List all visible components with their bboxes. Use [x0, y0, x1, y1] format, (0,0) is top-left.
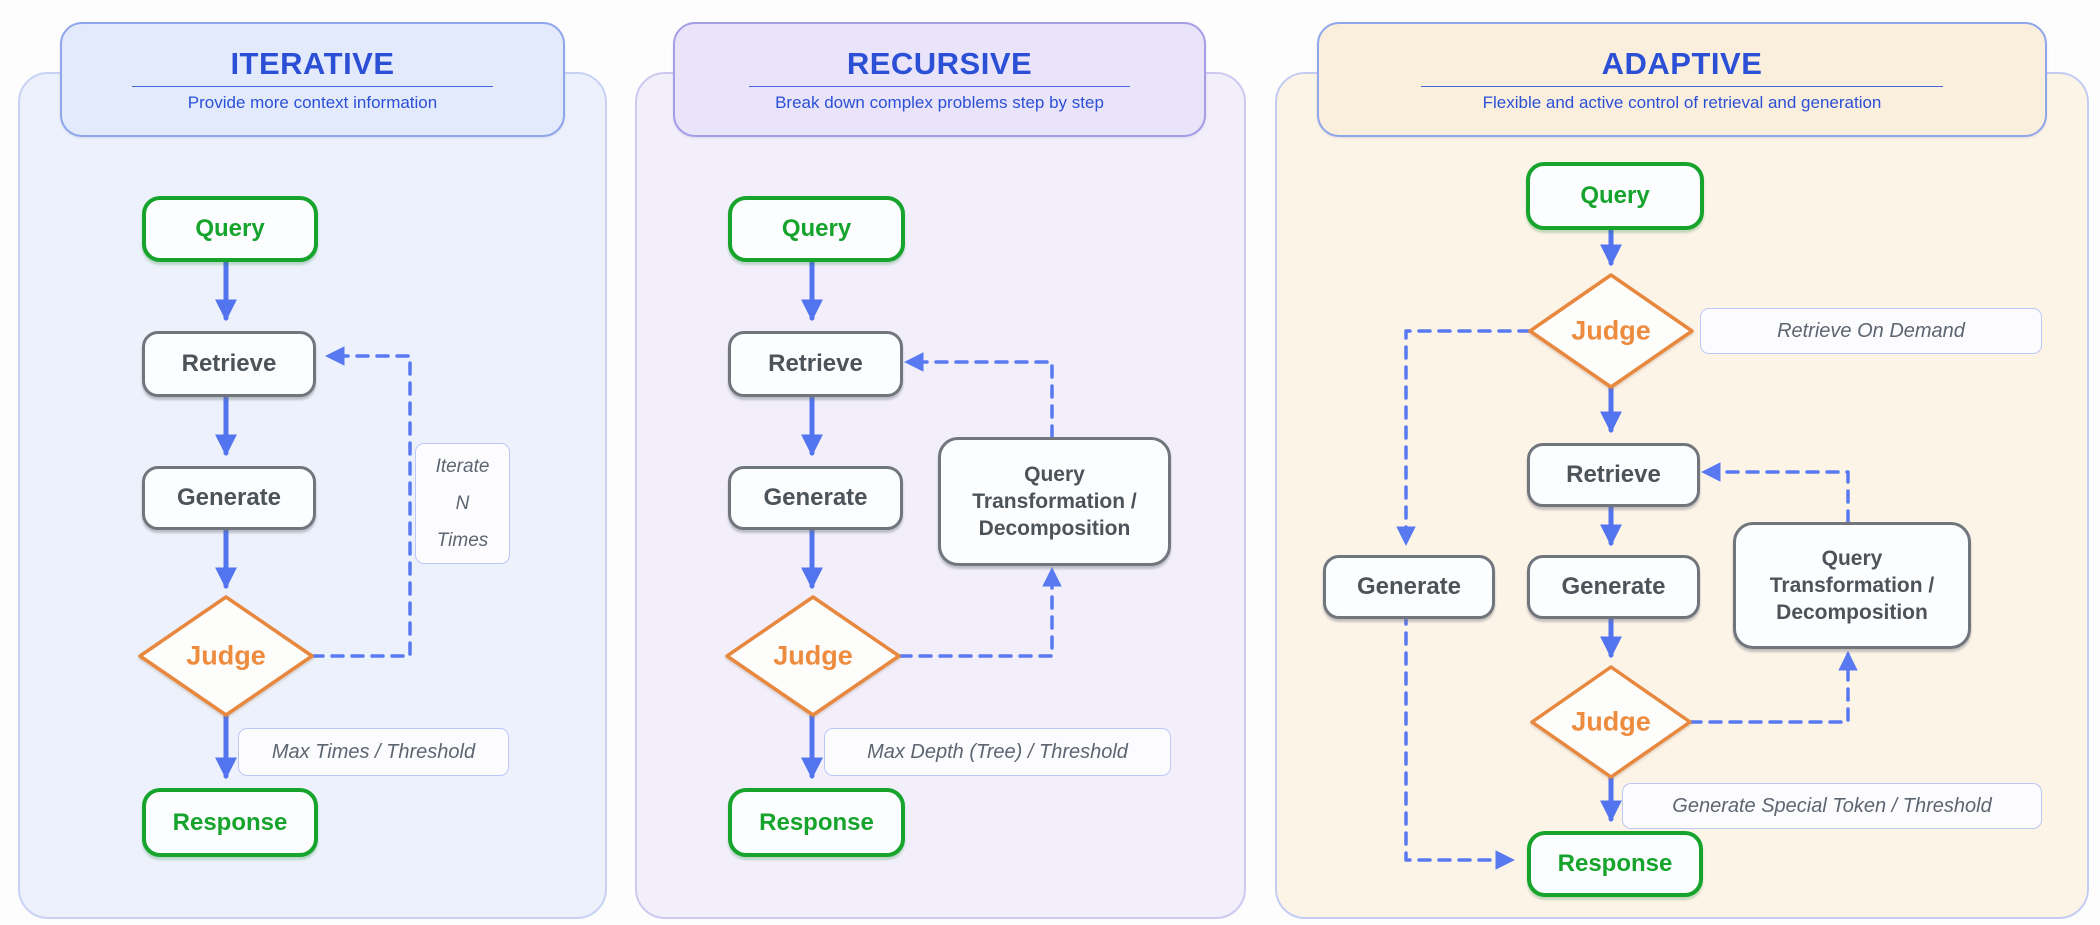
iterative-judge-label: Judge [186, 640, 266, 671]
recursive-query-node: Query [728, 196, 905, 262]
iterative-loop-line3: Times [436, 530, 489, 552]
adaptive-title: ADAPTIVE [1601, 45, 1763, 81]
iterative-title-underline [132, 85, 493, 88]
dashed-adaptive-judge1-generate-side [1396, 329, 1532, 546]
adaptive-exit-label: Generate Special Token / Threshold [1622, 783, 2042, 829]
recursive-exit-label: Max Depth (Tree) / Threshold [824, 728, 1171, 776]
recursive-response-node: Response [728, 788, 905, 857]
dashed-recursive-judge-transform [898, 567, 1062, 658]
iterative-query-node: Query [142, 196, 318, 262]
recursive-transform-line2: Transformation / [972, 489, 1137, 513]
adaptive-transform-line1: Query [1821, 546, 1883, 570]
iterative-loop-label: Iterate N Times [415, 443, 510, 564]
dashed-adaptive-judge2-transform [1688, 651, 1858, 724]
recursive-header: RECURSIVE Break down complex problems st… [673, 22, 1206, 137]
adaptive-transform-node: Query Transformation / Decomposition [1733, 522, 1971, 649]
recursive-transform-node: Query Transformation / Decomposition [938, 437, 1171, 566]
recursive-title: RECURSIVE [846, 45, 1033, 81]
adaptive-judge1-label: Judge [1571, 315, 1651, 346]
recursive-judge-diamond [725, 595, 901, 717]
recursive-transform-line1: Query [1024, 462, 1085, 486]
adaptive-judge1-diamond [1528, 273, 1694, 389]
iterative-title: ITERATIVE [230, 45, 395, 81]
adaptive-judge2-diamond [1530, 665, 1692, 779]
adaptive-title-underline [1420, 85, 1944, 88]
iterative-header: ITERATIVE Provide more context informati… [60, 22, 565, 137]
adaptive-judge2-label: Judge [1571, 706, 1651, 737]
adaptive-retrieve-on-demand-label: Retrieve On Demand [1700, 308, 2042, 354]
iterative-judge-diamond [138, 595, 314, 717]
recursive-title-underline [749, 85, 1130, 88]
iterative-exit-label: Max Times / Threshold [238, 728, 509, 776]
adaptive-retrieve-node: Retrieve [1527, 443, 1700, 507]
iterative-response-node: Response [142, 788, 318, 857]
dashed-iterative-judge-retrieve-loop [310, 346, 412, 658]
recursive-retrieve-node: Retrieve [728, 331, 903, 397]
adaptive-header: ADAPTIVE Flexible and active control of … [1317, 22, 2047, 137]
recursive-subtitle: Break down complex problems step by step [775, 93, 1104, 113]
adaptive-response-node: Response [1527, 831, 1703, 897]
iterative-loop-line2: N [455, 492, 470, 514]
adaptive-query-node: Query [1526, 162, 1704, 230]
adaptive-generate-node: Generate [1527, 555, 1700, 619]
adaptive-generate-side-node: Generate [1323, 555, 1495, 619]
adaptive-transform-line3: Decomposition [1776, 601, 1928, 625]
recursive-judge-label: Judge [773, 640, 853, 671]
adaptive-transform-line2: Transformation / [1769, 573, 1935, 597]
iterative-generate-node: Generate [142, 466, 316, 530]
dashed-adaptive-generate-side-response [1404, 611, 1515, 870]
recursive-generate-node: Generate [728, 466, 903, 530]
iterative-loop-line1: Iterate [435, 455, 490, 477]
dashed-adaptive-transform-retrieve [1701, 462, 1850, 524]
recursive-transform-line3: Decomposition [978, 517, 1131, 541]
iterative-subtitle: Provide more context information [187, 93, 438, 113]
adaptive-subtitle: Flexible and active control of retrieval… [1482, 93, 1882, 113]
dashed-recursive-transform-retrieve [904, 352, 1054, 439]
iterative-retrieve-node: Retrieve [142, 331, 316, 397]
